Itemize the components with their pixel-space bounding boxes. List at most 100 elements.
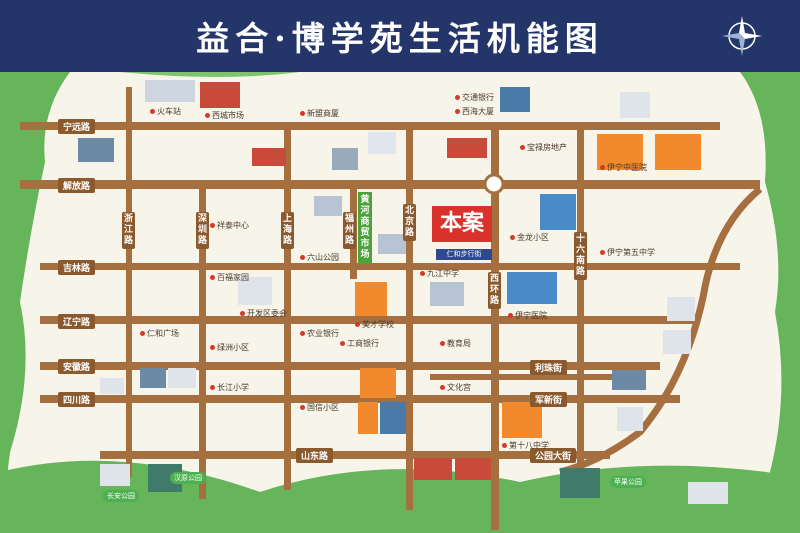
- pin-icon: [240, 311, 245, 316]
- pin-icon: [140, 331, 145, 336]
- map-area: 本案 仁和步行街 黄河商贸市场 宁远路 解放路 吉林路 辽宁路 安徽路 四川路 …: [0, 72, 800, 533]
- place-hospital[interactable]: 伊宁医院: [508, 310, 547, 321]
- road-sichuan: 四川路: [58, 392, 96, 407]
- road-jiefang: 解放路: [58, 178, 96, 193]
- pin-icon: [508, 313, 513, 318]
- place-label: 农业银行: [307, 329, 339, 338]
- road-liaoning: 辽宁路: [58, 314, 96, 329]
- road-xihuan: 西环路: [488, 272, 501, 309]
- pin-icon: [340, 341, 345, 346]
- place-label: 美才学校: [362, 320, 394, 329]
- road-jilin: 吉林路: [58, 260, 96, 275]
- place-wenhua[interactable]: 文化宫: [440, 382, 471, 393]
- place-label: 伊宁中医院: [607, 163, 647, 172]
- place-xinhai[interactable]: 西海大厦: [455, 106, 494, 117]
- road-anhui: 安徽路: [58, 359, 96, 374]
- place-dishiba[interactable]: 第十八中学: [502, 440, 549, 451]
- pin-icon: [205, 113, 210, 118]
- place-kaifa[interactable]: 开发区委会: [240, 308, 287, 319]
- pin-icon: [420, 271, 425, 276]
- pin-icon: [300, 405, 305, 410]
- pin-icon: [355, 322, 360, 327]
- place-gonghang[interactable]: 工商银行: [340, 338, 379, 349]
- road-fuzhou: 福州路: [343, 212, 356, 249]
- compass-icon: [722, 16, 762, 56]
- place-liushan[interactable]: 六山公园: [300, 252, 339, 263]
- place-label: 火车站: [157, 107, 181, 116]
- place-label: 交通银行: [462, 93, 494, 102]
- road-ningyuan: 宁远路: [58, 119, 96, 134]
- place-label: 绿洲小区: [217, 343, 249, 352]
- place-label: 伊宁医院: [515, 311, 547, 320]
- road-shenzhen: 深圳路: [196, 212, 209, 249]
- road-gongyuan: 公园大街: [530, 448, 577, 463]
- header-banner: 益合·博学苑生活机能图: [0, 0, 800, 72]
- project-marker[interactable]: 本案: [432, 206, 492, 242]
- pin-icon: [150, 109, 155, 114]
- pin-icon: [440, 385, 445, 390]
- place-label: 金龙小区: [517, 233, 549, 242]
- pin-icon: [455, 95, 460, 100]
- place-xinmeng[interactable]: 新盟商厦: [300, 108, 339, 119]
- pin-icon: [502, 443, 507, 448]
- place-railway[interactable]: 火车站: [150, 106, 181, 117]
- road-shiliunan: 十六南路: [574, 232, 587, 280]
- pin-icon: [510, 235, 515, 240]
- pin-icon: [210, 275, 215, 280]
- place-jiujiang[interactable]: 九江中学: [420, 268, 459, 279]
- road-zhejiang: 浙江路: [122, 212, 135, 249]
- road-beijing: 北京路: [403, 204, 416, 241]
- pin-icon: [600, 165, 605, 170]
- market-label[interactable]: 黄河商贸市场: [358, 192, 372, 264]
- place-label: 六山公园: [307, 253, 339, 262]
- pin-icon: [600, 250, 605, 255]
- pin-icon: [210, 385, 215, 390]
- pin-icon: [300, 331, 305, 336]
- place-yiling[interactable]: 伊宁中医院: [600, 162, 647, 173]
- place-label: 仁和广场: [147, 329, 179, 338]
- place-label: 祥泰中心: [217, 221, 249, 230]
- place-jinlong[interactable]: 金龙小区: [510, 232, 549, 243]
- place-label: 教育局: [447, 339, 471, 348]
- place-label: 西海大厦: [462, 107, 494, 116]
- place-label: 伊宁第五中学: [607, 248, 655, 257]
- park-changan[interactable]: 长安公园: [103, 490, 139, 502]
- project-sub-label: 仁和步行街: [436, 249, 492, 260]
- place-label: 工商银行: [347, 339, 379, 348]
- pin-icon: [210, 345, 215, 350]
- place-label: 百福家园: [217, 273, 249, 282]
- pin-icon: [520, 145, 525, 150]
- pin-icon: [440, 341, 445, 346]
- road-shandong: 山东路: [296, 448, 334, 463]
- pin-icon: [300, 111, 305, 116]
- place-changjiang[interactable]: 长江小学: [210, 382, 249, 393]
- place-jiaotong[interactable]: 交通银行: [455, 92, 494, 103]
- place-label: 西城市场: [212, 111, 244, 120]
- pin-icon: [300, 255, 305, 260]
- page-title: 益合·博学苑生活机能图: [196, 19, 604, 58]
- place-jiaoyu[interactable]: 教育局: [440, 338, 471, 349]
- place-label: 宝禄房地产: [527, 143, 567, 152]
- park-hanyuan[interactable]: 汉原公园: [170, 472, 206, 484]
- place-xiangtai[interactable]: 祥泰中心: [210, 220, 249, 231]
- place-label: 文化宫: [447, 383, 471, 392]
- place-label: 长江小学: [217, 383, 249, 392]
- place-nongye[interactable]: 农业银行: [300, 328, 339, 339]
- place-jiayuan[interactable]: 宝禄房地产: [520, 142, 567, 153]
- place-west-center[interactable]: 西城市场: [205, 110, 244, 121]
- map-canvas: [0, 72, 800, 533]
- road-shanghai: 上海路: [281, 212, 294, 249]
- place-meiyu[interactable]: 美才学校: [355, 319, 394, 330]
- place-baifu[interactable]: 百福家园: [210, 272, 249, 283]
- park-pingguo[interactable]: 苹果公园: [610, 476, 646, 488]
- place-yining-gd[interactable]: 伊宁第五中学: [600, 247, 655, 258]
- place-renhe-gc[interactable]: 仁和广场: [140, 328, 179, 339]
- pin-icon: [210, 223, 215, 228]
- place-lvzhou[interactable]: 绿洲小区: [210, 342, 249, 353]
- road-lizhou: 利珠街: [530, 360, 568, 375]
- place-label: 开发区委会: [247, 309, 287, 318]
- road-junxin: 军新街: [530, 392, 568, 407]
- place-guoxin[interactable]: 国信小区: [300, 402, 339, 413]
- pin-icon: [455, 109, 460, 114]
- place-label: 国信小区: [307, 403, 339, 412]
